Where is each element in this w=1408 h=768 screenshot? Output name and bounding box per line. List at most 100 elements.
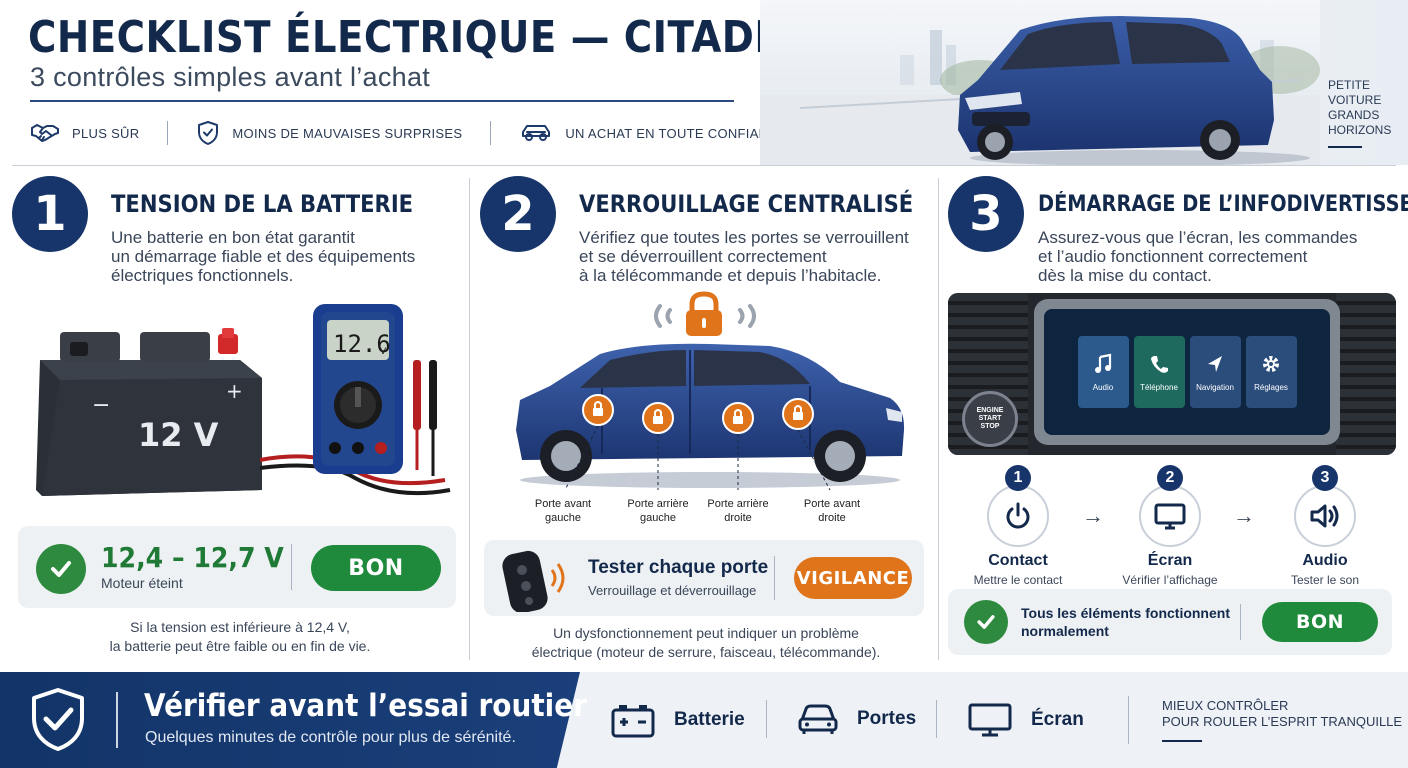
car-icon bbox=[522, 125, 551, 141]
step-title: Audio bbox=[1302, 552, 1348, 569]
status-badge-good: BON bbox=[1262, 602, 1378, 642]
footer-title: Vérifier avant l’essai routier bbox=[144, 688, 587, 724]
dashboard-image: ENGINE START STOP Audio Téléphone Naviga… bbox=[948, 293, 1396, 455]
status-text-line: Tous les éléments fonctionnent bbox=[1021, 605, 1230, 621]
footer-item-doors: Portes bbox=[797, 702, 916, 736]
voltage-condition: Moteur éteint bbox=[101, 575, 183, 591]
start-button-text: START bbox=[978, 415, 1002, 422]
door-label-line: droite bbox=[818, 512, 846, 524]
benefit-divider bbox=[167, 121, 169, 145]
step-icon-circle bbox=[987, 485, 1049, 547]
door-label-line: Porte arrière bbox=[707, 498, 769, 510]
benefit-fewer-surprises: MOINS DE MAUVAISES SURPRISES bbox=[196, 120, 462, 146]
door-label-rear-left: Porte arrière gauche bbox=[613, 497, 703, 525]
step-contact: 1 Contact Mettre le contact bbox=[953, 465, 1083, 587]
power-icon bbox=[1006, 502, 1030, 529]
app-label: Navigation bbox=[1196, 382, 1234, 392]
step-subtitle: Vérifier l’affichage bbox=[1122, 573, 1218, 587]
locking-note: Un dysfonctionnement peut indiquer un pr… bbox=[500, 624, 912, 662]
tagline-line: HORIZONS bbox=[1328, 123, 1392, 137]
hero-car-image bbox=[760, 0, 1320, 165]
status-badge-warning: VIGILANCE bbox=[794, 557, 912, 599]
step-title: Écran bbox=[1147, 552, 1193, 569]
footer-note-divider bbox=[1162, 740, 1202, 742]
description-line: électriques fonctionnels. bbox=[111, 266, 294, 285]
note-line: Si la tension est inférieure à 12,4 V, bbox=[130, 619, 350, 635]
speaker-icon bbox=[1310, 504, 1339, 528]
battery-voltage-label: 12 V bbox=[138, 416, 219, 454]
shield-check-icon bbox=[30, 686, 86, 757]
step-number: 1 bbox=[1005, 465, 1031, 491]
multimeter-reading: 12.6 bbox=[333, 330, 391, 358]
start-stop-button[interactable]: ENGINE START STOP bbox=[962, 391, 1018, 447]
status-divider bbox=[291, 544, 292, 590]
lock-signal-icon bbox=[640, 290, 770, 338]
step-title: Contact bbox=[988, 552, 1048, 569]
car-side-image bbox=[510, 330, 910, 495]
door-label-line: Porte avant bbox=[803, 498, 861, 510]
door-label-line: droite bbox=[724, 512, 752, 524]
section-number: 2 bbox=[480, 176, 556, 252]
multimeter-image: 12.6 V bbox=[255, 300, 455, 510]
footer: Vérifier avant l’essai routier Quelques … bbox=[0, 672, 1408, 768]
door-label-line: gauche bbox=[639, 512, 677, 524]
app-tile-navigation[interactable]: Navigation bbox=[1189, 336, 1241, 408]
step-subtitle: Mettre le contact bbox=[973, 573, 1063, 587]
app-label: Réglages bbox=[1254, 382, 1288, 392]
note-line: la batterie peut être faible ou en fin d… bbox=[109, 638, 371, 654]
note-line: Un dysfonctionnement peut indiquer un pr… bbox=[553, 625, 859, 641]
footer-subtitle: Quelques minutes de contrôle pour plus d… bbox=[145, 729, 516, 746]
navigation-arrow-icon bbox=[1208, 355, 1222, 372]
section-description: Une batterie en bon état garantit un dém… bbox=[111, 228, 415, 285]
car-key-icon bbox=[500, 548, 580, 614]
description-line: Assurez-vous que l’écran, les commandes bbox=[1038, 228, 1358, 247]
section-number: 3 bbox=[948, 176, 1024, 252]
description-line: Une batterie en bon état garantit bbox=[111, 228, 355, 247]
footer-banner bbox=[0, 672, 580, 768]
handshake-icon bbox=[31, 124, 59, 142]
arrow-right-icon: → bbox=[1082, 503, 1104, 528]
locking-status-title: Tester chaque porte bbox=[588, 557, 769, 578]
battery-image: 12 V + − bbox=[30, 320, 270, 505]
section-title: TENSION DE LA BATTERIE bbox=[111, 190, 414, 218]
footer-separator bbox=[936, 700, 937, 738]
header: CHECKLIST ÉLECTRIQUE — CITADINE D’OCCASI… bbox=[0, 0, 1408, 165]
step-number: 3 bbox=[1312, 465, 1338, 491]
arrow-right-icon: → bbox=[1233, 503, 1255, 528]
section-title: DÉMARRAGE DE L’INFODIVERTISSEMENT bbox=[1038, 192, 1408, 217]
app-tile-phone[interactable]: Téléphone bbox=[1133, 336, 1185, 408]
description-line: un démarrage fiable et des équipements bbox=[111, 247, 416, 266]
description-line: et l’audio fonctionnent correctement bbox=[1038, 247, 1308, 266]
status-divider bbox=[1240, 604, 1241, 640]
app-label: Audio bbox=[1092, 382, 1114, 392]
door-label-line: Porte arrière bbox=[627, 498, 689, 510]
check-icon bbox=[36, 544, 86, 594]
column-divider bbox=[938, 178, 939, 660]
footer-note-line: MIEUX CONTRÔLER bbox=[1162, 698, 1289, 713]
page-subtitle: 3 contrôles simples avant l’achat bbox=[30, 62, 431, 92]
footer-separator bbox=[766, 700, 767, 738]
benefit-safer: PLUS SÛR bbox=[30, 122, 139, 144]
svg-text:+: + bbox=[226, 379, 243, 403]
footer-item-label: Portes bbox=[857, 708, 917, 729]
step-audio: 3 Audio Tester le son bbox=[1260, 465, 1390, 587]
step-number: 2 bbox=[1157, 465, 1183, 491]
tagline-divider bbox=[1328, 146, 1362, 148]
benefits-row: PLUS SÛR MOINS DE MAUVAISES SURPRISES UN… bbox=[30, 118, 787, 148]
app-tile-audio[interactable]: Audio bbox=[1077, 336, 1129, 408]
footer-item-label: Batterie bbox=[674, 709, 745, 730]
gear-icon bbox=[1263, 355, 1279, 372]
monitor-icon bbox=[1154, 503, 1186, 530]
app-label: Téléphone bbox=[1140, 382, 1178, 392]
door-label-line: Porte avant bbox=[534, 498, 592, 510]
start-button-text: ENGINE bbox=[976, 407, 1004, 414]
infotainment-status-text: Tous les éléments fonctionnent normaleme… bbox=[1021, 604, 1230, 640]
svg-text:−: − bbox=[92, 393, 110, 418]
benefit-label: UN ACHAT EN TOUTE CONFIANCE bbox=[565, 125, 788, 141]
step-screen: 2 Écran Vérifier l’affichage bbox=[1105, 465, 1235, 587]
multimeter-unit: V bbox=[380, 347, 387, 357]
header-divider bbox=[12, 165, 1396, 166]
app-tile-settings[interactable]: Réglages bbox=[1245, 336, 1297, 408]
tagline-line: GRANDS bbox=[1328, 108, 1380, 122]
footer-note: MIEUX CONTRÔLER POUR ROULER L’ESPRIT TRA… bbox=[1162, 698, 1402, 730]
